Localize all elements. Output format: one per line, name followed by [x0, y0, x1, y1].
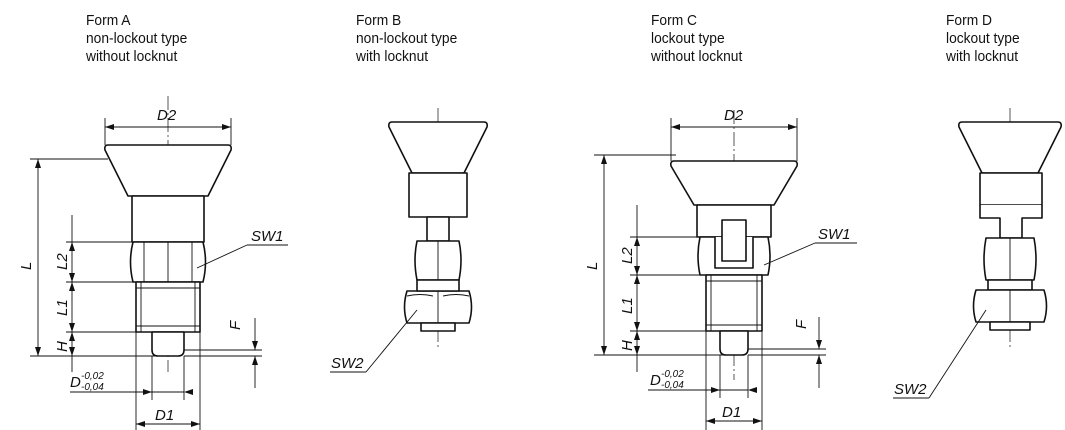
form-c-drawing: D2 L L2 L1 H F D -0,0 — [584, 107, 857, 430]
form-b-drawing: SW2 — [330, 108, 488, 373]
form-b-type: non-lockout type — [356, 30, 458, 47]
form-d-sw2-label: SW2 — [894, 381, 927, 398]
form-c-d2-label: D2 — [724, 107, 744, 124]
form-a-h-label: H — [54, 341, 71, 352]
form-a-f-label: F — [227, 320, 244, 330]
form-d-title: Form D lockout type with locknut — [946, 12, 1020, 66]
form-c-title: Form C lockout type without locknut — [651, 12, 742, 66]
form-c-d-tol-lower: -0,04 — [661, 380, 684, 391]
form-d-drawing: SW2 — [893, 108, 1062, 399]
form-a-drawing: D2 L L2 L1 H F D -0,0 — [18, 96, 288, 430]
form-d-thread-top — [987, 279, 1033, 291]
form-c-nut: without locknut — [651, 48, 743, 65]
form-b-shaft — [426, 216, 450, 242]
form-c-knob — [670, 160, 798, 206]
form-d-knob — [958, 121, 1062, 174]
form-c-name: Form C — [651, 12, 697, 29]
form-a-type: non-lockout type — [86, 30, 188, 47]
form-a-l2-label: L2 — [54, 253, 71, 270]
form-b-name: Form B — [356, 12, 402, 29]
form-a-l-label: L — [18, 262, 35, 270]
form-c-d-label: D — [650, 372, 661, 389]
form-d-name: Form D — [946, 12, 992, 29]
form-c-type: lockout type — [651, 30, 725, 47]
form-c-d1-label: D1 — [722, 404, 741, 421]
form-a-nut: without locknut — [86, 48, 178, 65]
form-b-plunger-body — [408, 172, 468, 218]
form-d-thread-bottom — [989, 321, 1031, 331]
form-a-l1-label: L1 — [54, 299, 71, 316]
form-d-lockout-slot — [979, 205, 1043, 239]
form-b-nut: with locknut — [356, 48, 429, 65]
form-a-sw1-label: SW1 — [251, 228, 284, 245]
form-b-thread-bottom — [420, 322, 456, 332]
form-c-sw1-label: SW1 — [818, 226, 851, 243]
form-c-pin — [719, 330, 749, 356]
form-c-f-label: F — [793, 319, 810, 329]
form-c-d-tol-upper: -0,02 — [661, 369, 684, 380]
form-a-d2-label: D2 — [157, 107, 177, 124]
form-c-l1-label: L1 — [619, 297, 636, 314]
form-a-d1-label: D1 — [155, 407, 174, 424]
form-a-d-tol-lower: -0,04 — [81, 382, 104, 393]
form-d-plunger-body — [979, 172, 1043, 206]
form-c-shaft — [721, 219, 747, 262]
form-c-l2-label: L2 — [619, 247, 636, 264]
form-b-title: Form B non-lockout type with locknut — [356, 12, 457, 66]
form-b-thread-top — [416, 279, 460, 292]
form-a-plunger-body — [131, 195, 205, 243]
form-a-d-label: D — [70, 374, 81, 391]
form-c-h-label: H — [619, 340, 636, 351]
form-a-name: Form A — [86, 12, 131, 29]
form-d-nut: with locknut — [946, 48, 1019, 65]
form-a-d-tol-upper: -0,02 — [81, 371, 104, 382]
form-a-title: Form A non-lockout type without locknut — [86, 12, 187, 66]
form-d-type: lockout type — [946, 30, 1020, 47]
form-a-threaded-body — [135, 281, 201, 333]
form-a-pin — [151, 331, 185, 357]
form-b-sw2-label: SW2 — [331, 355, 364, 372]
form-c-threaded-body — [705, 274, 763, 332]
form-c-l-label: L — [584, 262, 601, 270]
form-a-knob — [104, 144, 232, 197]
form-b-knob — [388, 121, 488, 174]
